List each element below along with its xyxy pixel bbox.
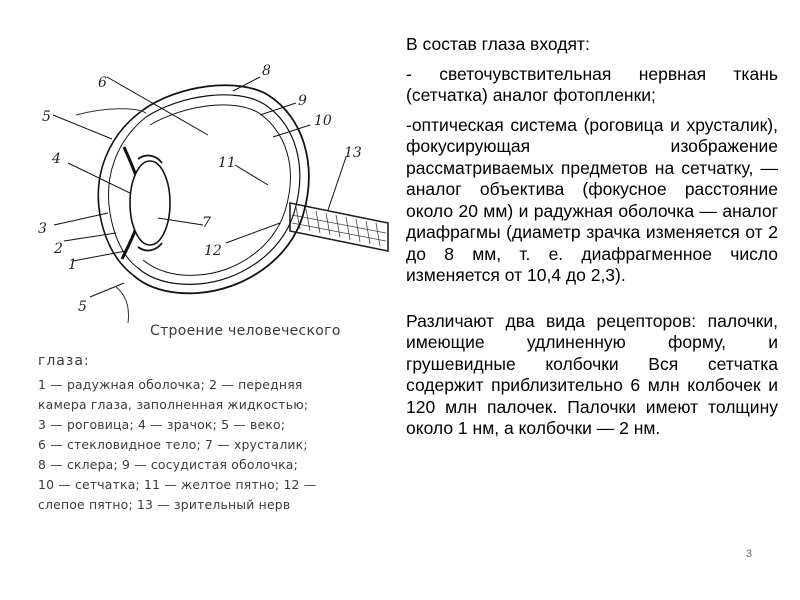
- receptors-paragraph: Различают два вида рецепторов: палочки, …: [406, 310, 778, 439]
- cornea-outer: [97, 109, 144, 276]
- retina-line: [142, 104, 291, 276]
- eye-diagram: 8 6 9 10 5 13 11 4 7 3 12 2 1 5: [38, 63, 389, 324]
- caption-title-line-1: Строение человеческого: [150, 323, 341, 339]
- legend-line: слепое пятно; 13 — зрительный нерв: [38, 497, 291, 512]
- label-4: 4: [51, 151, 61, 167]
- text-column: В состав глаза входят: - светочувствител…: [406, 34, 778, 440]
- optic-nerve-shape: [289, 202, 389, 252]
- label-2: 2: [53, 241, 63, 257]
- legend-line: 8 — склера; 9 — сосудистая оболочка;: [38, 457, 298, 472]
- optic-nerve-hatching: [291, 206, 387, 247]
- leader-lines: [52, 76, 347, 298]
- caption-title-line-2: глаза:: [38, 353, 90, 369]
- label-1: 1: [68, 257, 77, 273]
- component-item-optics: -оптическая система (роговица и хрустали…: [406, 114, 778, 286]
- label-5-top: 5: [42, 109, 51, 125]
- label-12: 12: [204, 243, 222, 259]
- label-6: 6: [98, 75, 107, 91]
- legend-line: 1 — радужная оболочка; 2 — передняя: [38, 377, 303, 392]
- label-11: 11: [218, 155, 236, 171]
- eye-figure: 8 6 9 10 5 13 11 4 7 3 12 2 1 5 Строение…: [28, 55, 400, 525]
- legend-line: 3 — роговица; 4 — зрачок; 5 — веко;: [38, 417, 286, 432]
- label-13: 13: [344, 145, 362, 161]
- intro-text: В состав глаза входят:: [406, 34, 590, 54]
- label-8: 8: [262, 63, 271, 79]
- legend-line: 10 — сетчатка; 11 — желтое пятно; 12 —: [38, 477, 317, 492]
- legend-line: 6 — стекловидное тело; 7 — хрусталик;: [38, 437, 308, 452]
- label-10: 10: [314, 113, 332, 129]
- legend-line: камера глаза, заполненная жидкостью;: [38, 397, 309, 412]
- label-3: 3: [38, 221, 47, 237]
- page-number: 3: [745, 548, 752, 560]
- lens-shape: [129, 160, 171, 246]
- sclera-outer: [132, 84, 310, 295]
- component-item-retina: - светочувствительная нервная ткань (сет…: [406, 63, 778, 106]
- choroid-line: [137, 94, 301, 285]
- figure-caption: Строение человеческого глаза: 1 — радужн…: [38, 323, 383, 515]
- label-9: 9: [298, 93, 307, 109]
- label-5-bottom: 5: [78, 299, 87, 315]
- label-7: 7: [202, 215, 211, 231]
- cornea-inner: [108, 116, 147, 269]
